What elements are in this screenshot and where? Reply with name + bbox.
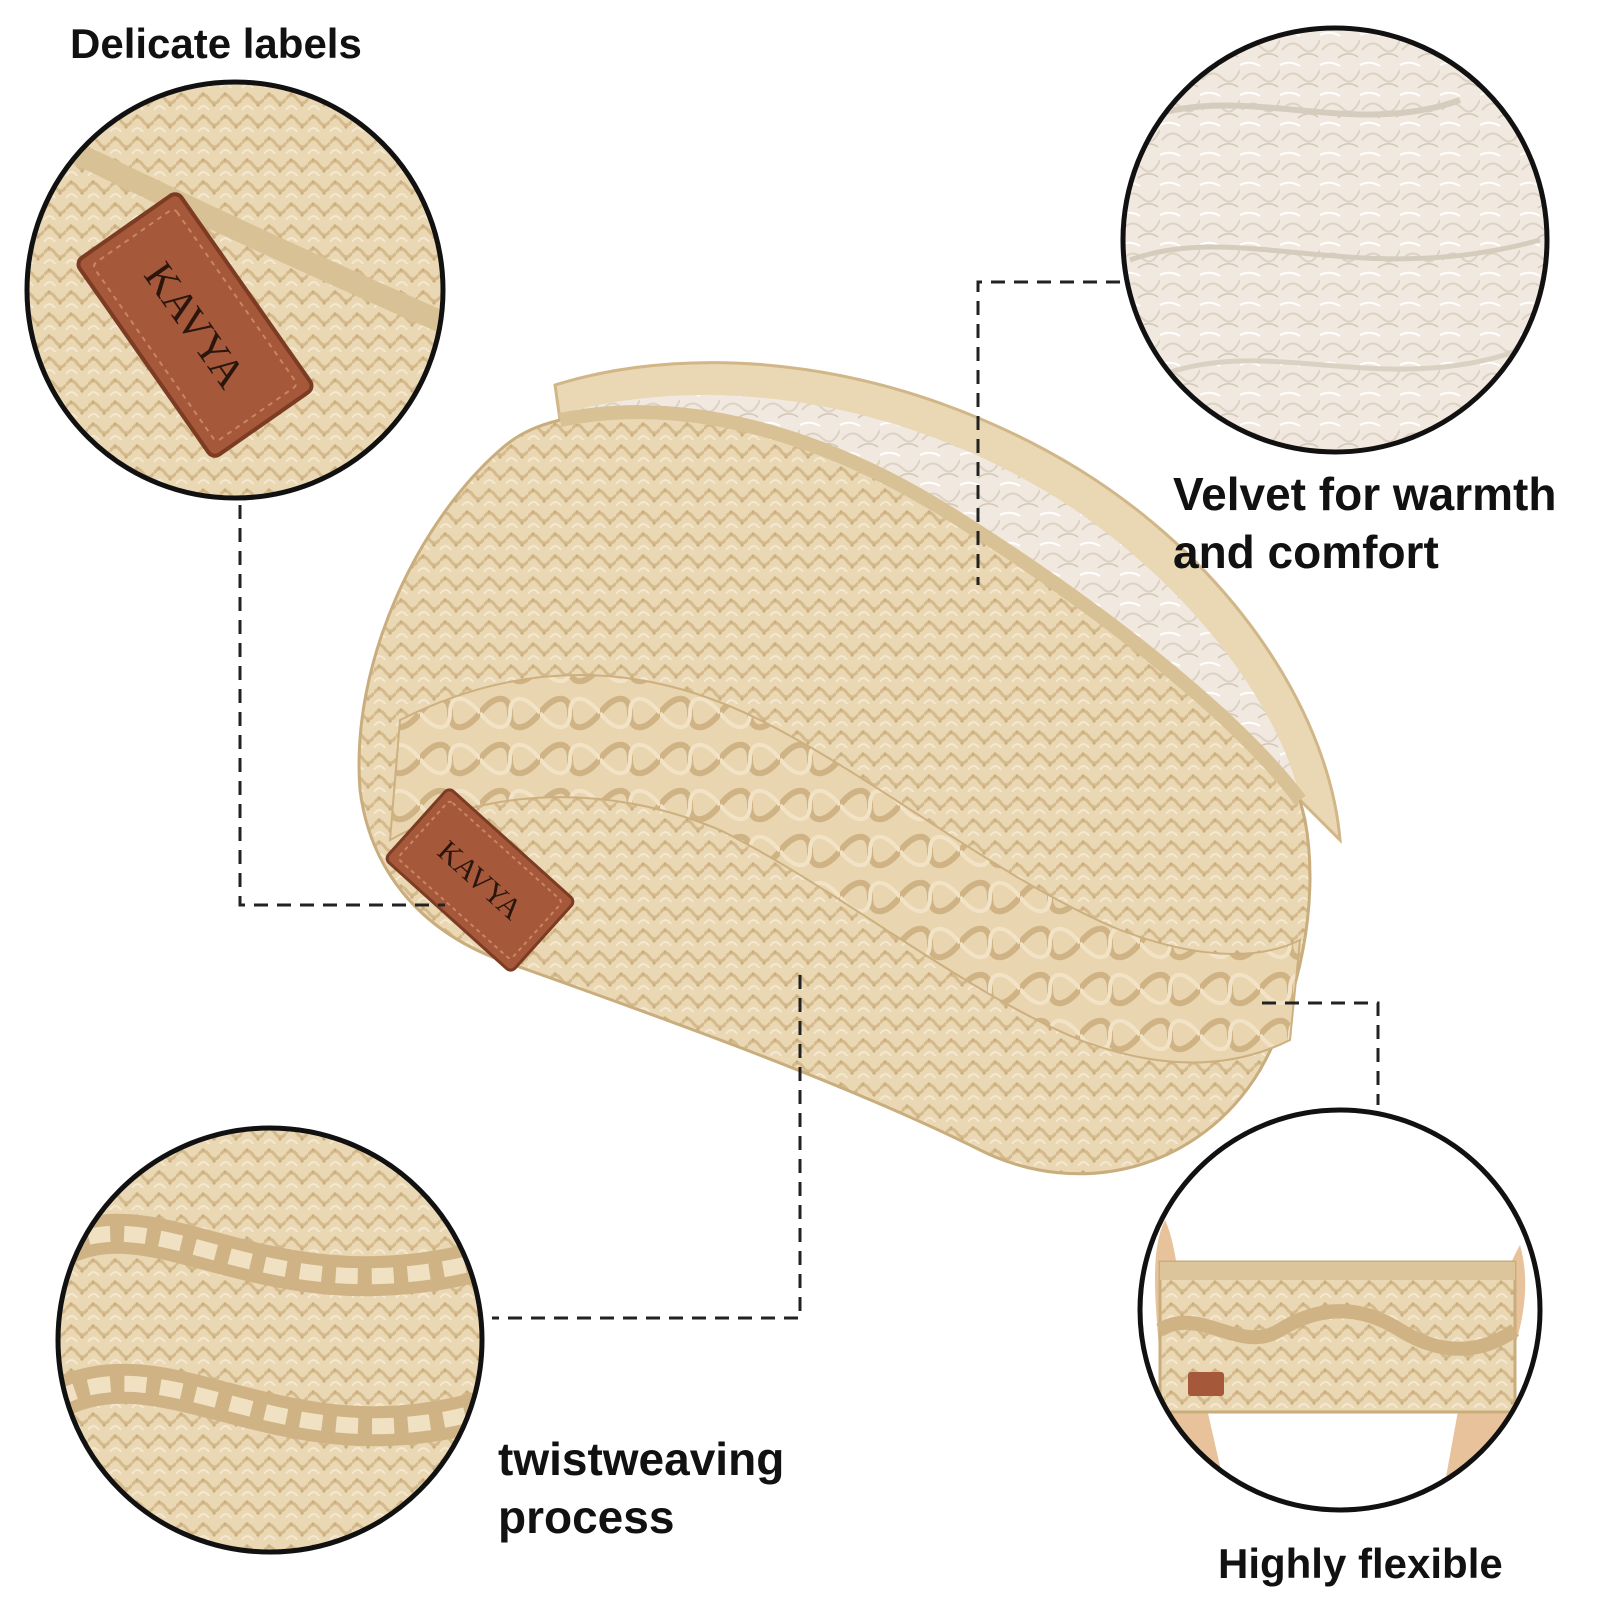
headband-brand-label: KAVYA [385, 788, 575, 972]
stretched-headband-closeup-icon [1137, 1107, 1543, 1513]
caption-twist-line2: process [498, 1491, 675, 1543]
headband-illustration: KAVYA [357, 361, 1342, 1176]
caption-twist-line1: twistweaving [498, 1433, 785, 1485]
caption-twistweaving: twistweaving process [498, 1430, 784, 1546]
caption-velvet-line2: and comfort [1173, 526, 1439, 578]
cable-knit-closeup-icon [55, 1125, 485, 1555]
fleece-lining-closeup-icon [1120, 25, 1550, 455]
callout-line-labels [238, 505, 445, 907]
brand-label-closeup-icon: KAVYA [24, 79, 446, 501]
caption-highly-flexible: Highly flexible [1218, 1540, 1503, 1587]
callout-line-velvet [976, 280, 1120, 585]
callout-line-flexible [1262, 1001, 1380, 1105]
caption-velvet-line1: Velvet for warmth [1173, 468, 1557, 520]
caption-velvet: Velvet for warmth and comfort [1173, 465, 1556, 581]
caption-delicate-labels: Delicate labels [70, 20, 362, 67]
callout-lines [238, 280, 1380, 1320]
